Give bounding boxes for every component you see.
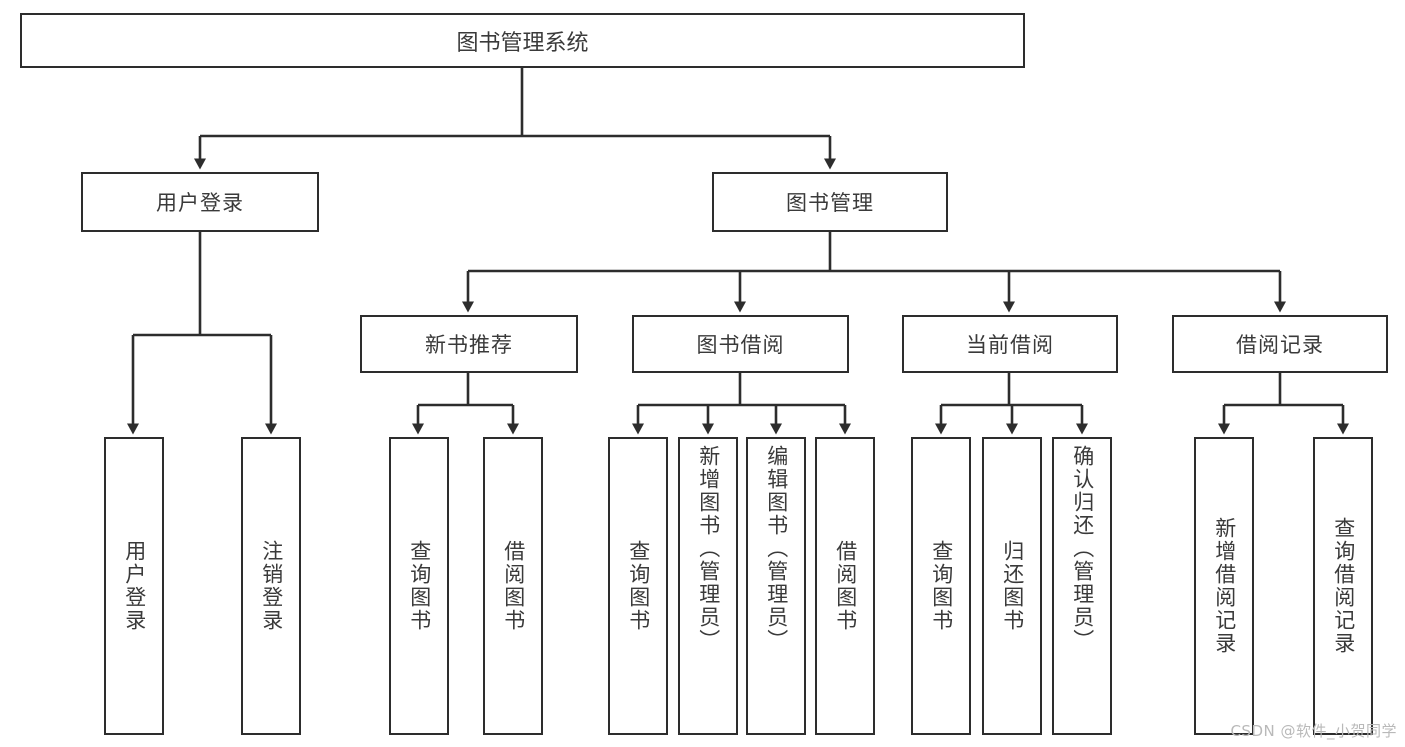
leaf-borrow-book-1[interactable]: 借阅图书 — [483, 437, 543, 735]
leaf-label: 查询图书 — [929, 540, 954, 632]
leaf-query-record[interactable]: 查询借阅记录 — [1313, 437, 1373, 735]
leaf-borrow-book-2[interactable]: 借阅图书 — [815, 437, 875, 735]
leaf-label: 新增图书（管理员） — [696, 445, 721, 652]
leaf-label: 查询图书 — [626, 540, 651, 632]
node-root[interactable]: 图书管理系统 — [20, 13, 1025, 68]
leaf-return-book[interactable]: 归还图书 — [982, 437, 1042, 735]
node-book-manage[interactable]: 图书管理 — [712, 172, 948, 232]
node-new-book-recommend[interactable]: 新书推荐 — [360, 315, 578, 373]
leaf-query-book-3[interactable]: 查询图书 — [911, 437, 971, 735]
node-borrow-record[interactable]: 借阅记录 — [1172, 315, 1388, 373]
leaf-label: 确认归还（管理员） — [1070, 445, 1095, 652]
node-book-borrow[interactable]: 图书借阅 — [632, 315, 849, 373]
leaf-edit-book[interactable]: 编辑图书（管理员） — [746, 437, 806, 735]
leaf-label: 用户登录 — [122, 540, 147, 632]
leaf-label: 编辑图书（管理员） — [764, 445, 789, 652]
leaf-label: 查询图书 — [407, 540, 432, 632]
leaf-label: 新增借阅记录 — [1212, 517, 1237, 655]
leaf-label: 归还图书 — [1000, 540, 1025, 632]
leaf-label: 注销登录 — [259, 540, 284, 632]
node-current-borrow[interactable]: 当前借阅 — [902, 315, 1118, 373]
leaf-label: 查询借阅记录 — [1331, 517, 1356, 655]
leaf-query-book-2[interactable]: 查询图书 — [608, 437, 668, 735]
leaf-add-book[interactable]: 新增图书（管理员） — [678, 437, 738, 735]
leaf-query-book-1[interactable]: 查询图书 — [389, 437, 449, 735]
node-user-login[interactable]: 用户登录 — [81, 172, 319, 232]
leaf-user-login[interactable]: 用户登录 — [104, 437, 164, 735]
leaf-label: 借阅图书 — [833, 540, 858, 632]
leaf-label: 借阅图书 — [501, 540, 526, 632]
leaf-add-record[interactable]: 新增借阅记录 — [1194, 437, 1254, 735]
leaf-confirm-return[interactable]: 确认归还（管理员） — [1052, 437, 1112, 735]
leaf-user-logout[interactable]: 注销登录 — [241, 437, 301, 735]
